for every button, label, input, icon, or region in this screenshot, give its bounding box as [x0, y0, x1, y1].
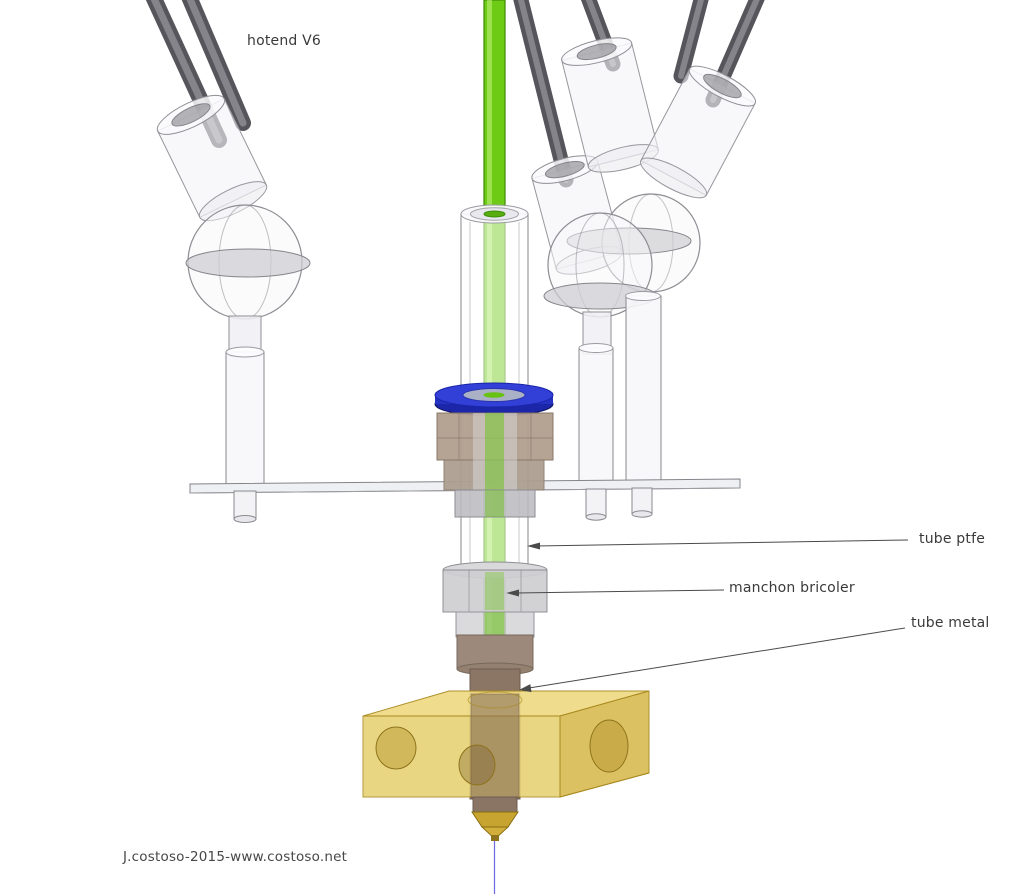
- nozzle: [471, 796, 519, 841]
- joint-standoff-right-back: [625, 291, 662, 486]
- leader-manchon-arrow: [506, 589, 519, 597]
- label-tube-metal: tube metal: [911, 615, 990, 631]
- ball-cup-left: [156, 94, 268, 222]
- blue-collar: [434, 382, 554, 417]
- label-tube-ptfe: tube ptfe: [919, 531, 986, 547]
- leader-lines: [506, 539, 909, 693]
- tube-below-coupler: [455, 611, 535, 638]
- joint-standoff-left: [225, 315, 265, 486]
- plate-pins: [233, 487, 653, 523]
- clamp-block: [436, 412, 554, 491]
- label-manchon-bricoler: manchon bricoler: [729, 580, 855, 596]
- joint-standoff-right-front: [578, 311, 614, 486]
- watermark: J.costoso-2015-www.costoso.net: [123, 849, 348, 865]
- ball-joint-left: [185, 204, 311, 320]
- leader-tube-ptfe: [535, 539, 909, 547]
- heater-block: [362, 690, 650, 799]
- leader-manchon: [515, 589, 725, 594]
- coupler-manchon: [442, 561, 548, 613]
- leader-tube-metal-arrow: [519, 684, 532, 693]
- label-hotend-v6: hotend V6: [247, 33, 322, 49]
- tube-section-below-plate: [454, 489, 536, 518]
- ball-cup-top-right: [640, 65, 756, 199]
- leader-tube-ptfe-arrow: [527, 542, 540, 550]
- leader-tube-metal: [528, 627, 906, 689]
